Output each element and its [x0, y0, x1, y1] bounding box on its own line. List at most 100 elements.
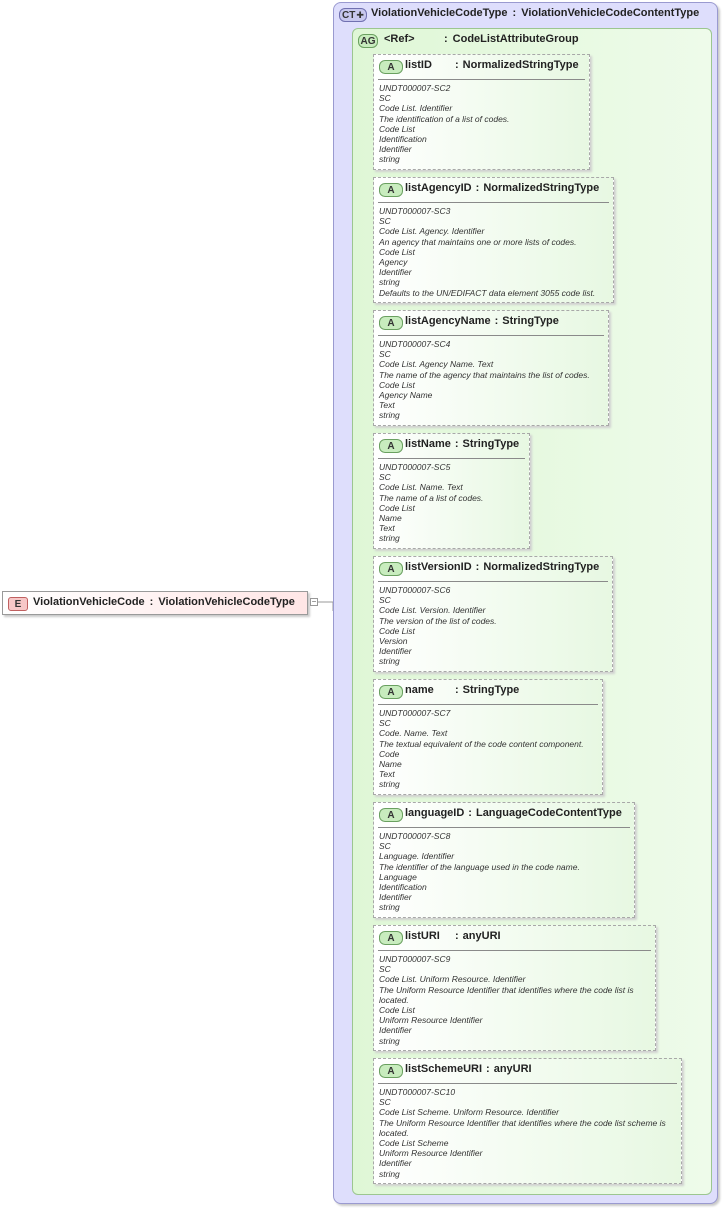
attribute-title: listAgencyID:NormalizedStringType [405, 182, 599, 194]
attribute-node-listname[interactable]: A listName:StringType UNDT000007-SC5 SC … [373, 433, 530, 549]
attribute-documentation: UNDT000007-SC10 SC Code List Scheme. Uni… [379, 1087, 677, 1179]
complex-type-name: ViolationVehicleCodeType [371, 7, 508, 19]
attribute-node-name[interactable]: A name:StringType UNDT000007-SC7 SC Code… [373, 679, 603, 795]
attribute-name: listURI [405, 930, 440, 942]
doc-line: Code List [379, 625, 415, 636]
doc-line: Uniform Resource Identifier [379, 1015, 483, 1026]
attribute-badge: A [379, 1064, 403, 1078]
attribute-name: listID [405, 59, 432, 71]
doc-line: SC [379, 595, 391, 606]
attribute-divider [378, 335, 604, 336]
attribute-node-listuri[interactable]: A listURI:anyURI UNDT000007-SC9 SC Code … [373, 925, 656, 1051]
attribute-node-languageid[interactable]: A languageID:LanguageCodeContentType UND… [373, 802, 635, 918]
element-node[interactable]: E ViolationVehicleCode:ViolationVehicleC… [2, 591, 308, 615]
attribute-documentation: UNDT000007-SC7 SC Code. Name. Text The t… [379, 708, 598, 790]
complex-type-badge: CT✚ [339, 8, 367, 22]
doc-line: string [379, 277, 400, 288]
attribute-divider [378, 950, 651, 951]
attribute-divider [378, 1083, 677, 1084]
doc-line: string [379, 533, 400, 544]
attribute-divider [378, 79, 585, 80]
doc-line: SC [379, 841, 391, 852]
doc-line: Code List [379, 1005, 415, 1016]
attribute-name: languageID [405, 807, 465, 819]
doc-line: SC [379, 1097, 391, 1108]
attribute-badge: A [379, 685, 403, 699]
attribute-node-listid[interactable]: A listID:NormalizedStringType UNDT000007… [373, 54, 590, 170]
attribute-group-name: CodeListAttributeGroup [452, 33, 579, 45]
doc-line: Code List [379, 123, 415, 134]
attribute-divider [378, 827, 630, 828]
attribute-group-separator: : [444, 33, 448, 45]
doc-line: The version of the list of codes. [379, 615, 497, 626]
attribute-name: listVersionID [405, 561, 472, 573]
doc-line: UNDT000007-SC8 [379, 831, 451, 841]
doc-line: The name of a list of codes. [379, 492, 484, 503]
attribute-name: listAgencyName [405, 315, 491, 327]
complex-type-separator: : [512, 7, 517, 19]
doc-line: Language [379, 871, 417, 882]
attribute-node-listschemeuri[interactable]: A listSchemeURI:anyURI UNDT000007-SC10 S… [373, 1058, 682, 1184]
doc-line: UNDT000007-SC2 [379, 83, 451, 93]
doc-line: string [379, 656, 400, 667]
doc-line: string [379, 410, 400, 421]
attribute-separator: : [455, 930, 459, 942]
attribute-divider [378, 202, 609, 203]
attribute-node-listagencyname[interactable]: A listAgencyName:StringType UNDT000007-S… [373, 310, 609, 426]
attribute-type: anyURI [493, 1063, 532, 1075]
attribute-name: listSchemeURI [405, 1063, 483, 1075]
doc-line: Code. Name. Text [379, 728, 448, 739]
attribute-separator: : [454, 438, 459, 450]
attribute-badge: A [379, 60, 403, 74]
doc-line: Uniform Resource Identifier [379, 1148, 483, 1159]
doc-line: string [379, 902, 400, 913]
element-label: ViolationVehicleCode:ViolationVehicleCod… [33, 596, 295, 608]
attribute-documentation: UNDT000007-SC8 SC Language. Identifier T… [379, 831, 630, 913]
doc-line: Code List. Name. Text [379, 482, 463, 493]
doc-line: Code List. Identifier [379, 103, 453, 114]
attribute-type: NormalizedStringType [462, 59, 579, 71]
doc-line: string [379, 1035, 400, 1046]
attribute-separator: : [494, 315, 499, 327]
complex-type-content-type: ViolationVehicleCodeContentType [521, 7, 700, 19]
doc-line: UNDT000007-SC5 [379, 462, 451, 472]
doc-line: Identification [379, 134, 427, 145]
attribute-documentation: UNDT000007-SC2 SC Code List. Identifier … [379, 83, 585, 165]
attribute-title: languageID:LanguageCodeContentType [405, 807, 622, 819]
attribute-node-listversionid[interactable]: A listVersionID:NormalizedStringType UND… [373, 556, 613, 672]
doc-line: Code List [379, 379, 415, 390]
attribute-type: anyURI [462, 930, 501, 942]
attribute-separator: : [475, 561, 480, 573]
attribute-separator: : [468, 807, 472, 819]
doc-line: Code List. Version. Identifier [379, 605, 486, 616]
doc-line: SC [379, 349, 391, 360]
element-name: ViolationVehicleCode [33, 596, 145, 608]
doc-line: Identifier [379, 1158, 412, 1169]
attribute-type: LanguageCodeContentType [475, 807, 622, 819]
doc-line: Code List. Agency. Identifier [379, 226, 485, 237]
attribute-badge: A [379, 316, 403, 330]
doc-line: Text [379, 400, 395, 411]
attribute-divider [378, 458, 525, 459]
doc-line: The Uniform Resource Identifier that ide… [379, 984, 634, 1005]
doc-line: SC [379, 718, 391, 729]
attribute-documentation: UNDT000007-SC5 SC Code List. Name. Text … [379, 462, 525, 544]
attribute-type: NormalizedStringType [483, 561, 600, 573]
attribute-group-badge: AG [358, 34, 378, 48]
doc-line: Identifier [379, 267, 412, 278]
attribute-title: listName:StringType [405, 438, 519, 450]
attribute-name: name [405, 684, 434, 696]
doc-line: Code List. Agency Name. Text [379, 359, 494, 370]
attribute-title: name:StringType [405, 684, 519, 696]
doc-line: Identifier [379, 892, 412, 903]
attribute-name: listName [405, 438, 451, 450]
collapse-toggle-icon[interactable]: − [310, 597, 318, 606]
attribute-title: listURI:anyURI [405, 930, 501, 942]
doc-line: The identification of a list of codes. [379, 113, 510, 124]
doc-line: string [379, 154, 400, 165]
attribute-separator: : [455, 59, 459, 71]
doc-line: SC [379, 472, 391, 483]
attribute-documentation: UNDT000007-SC6 SC Code List. Version. Id… [379, 585, 608, 667]
doc-line: UNDT000007-SC6 [379, 585, 451, 595]
attribute-node-listagencyid[interactable]: A listAgencyID:NormalizedStringType UNDT… [373, 177, 614, 303]
